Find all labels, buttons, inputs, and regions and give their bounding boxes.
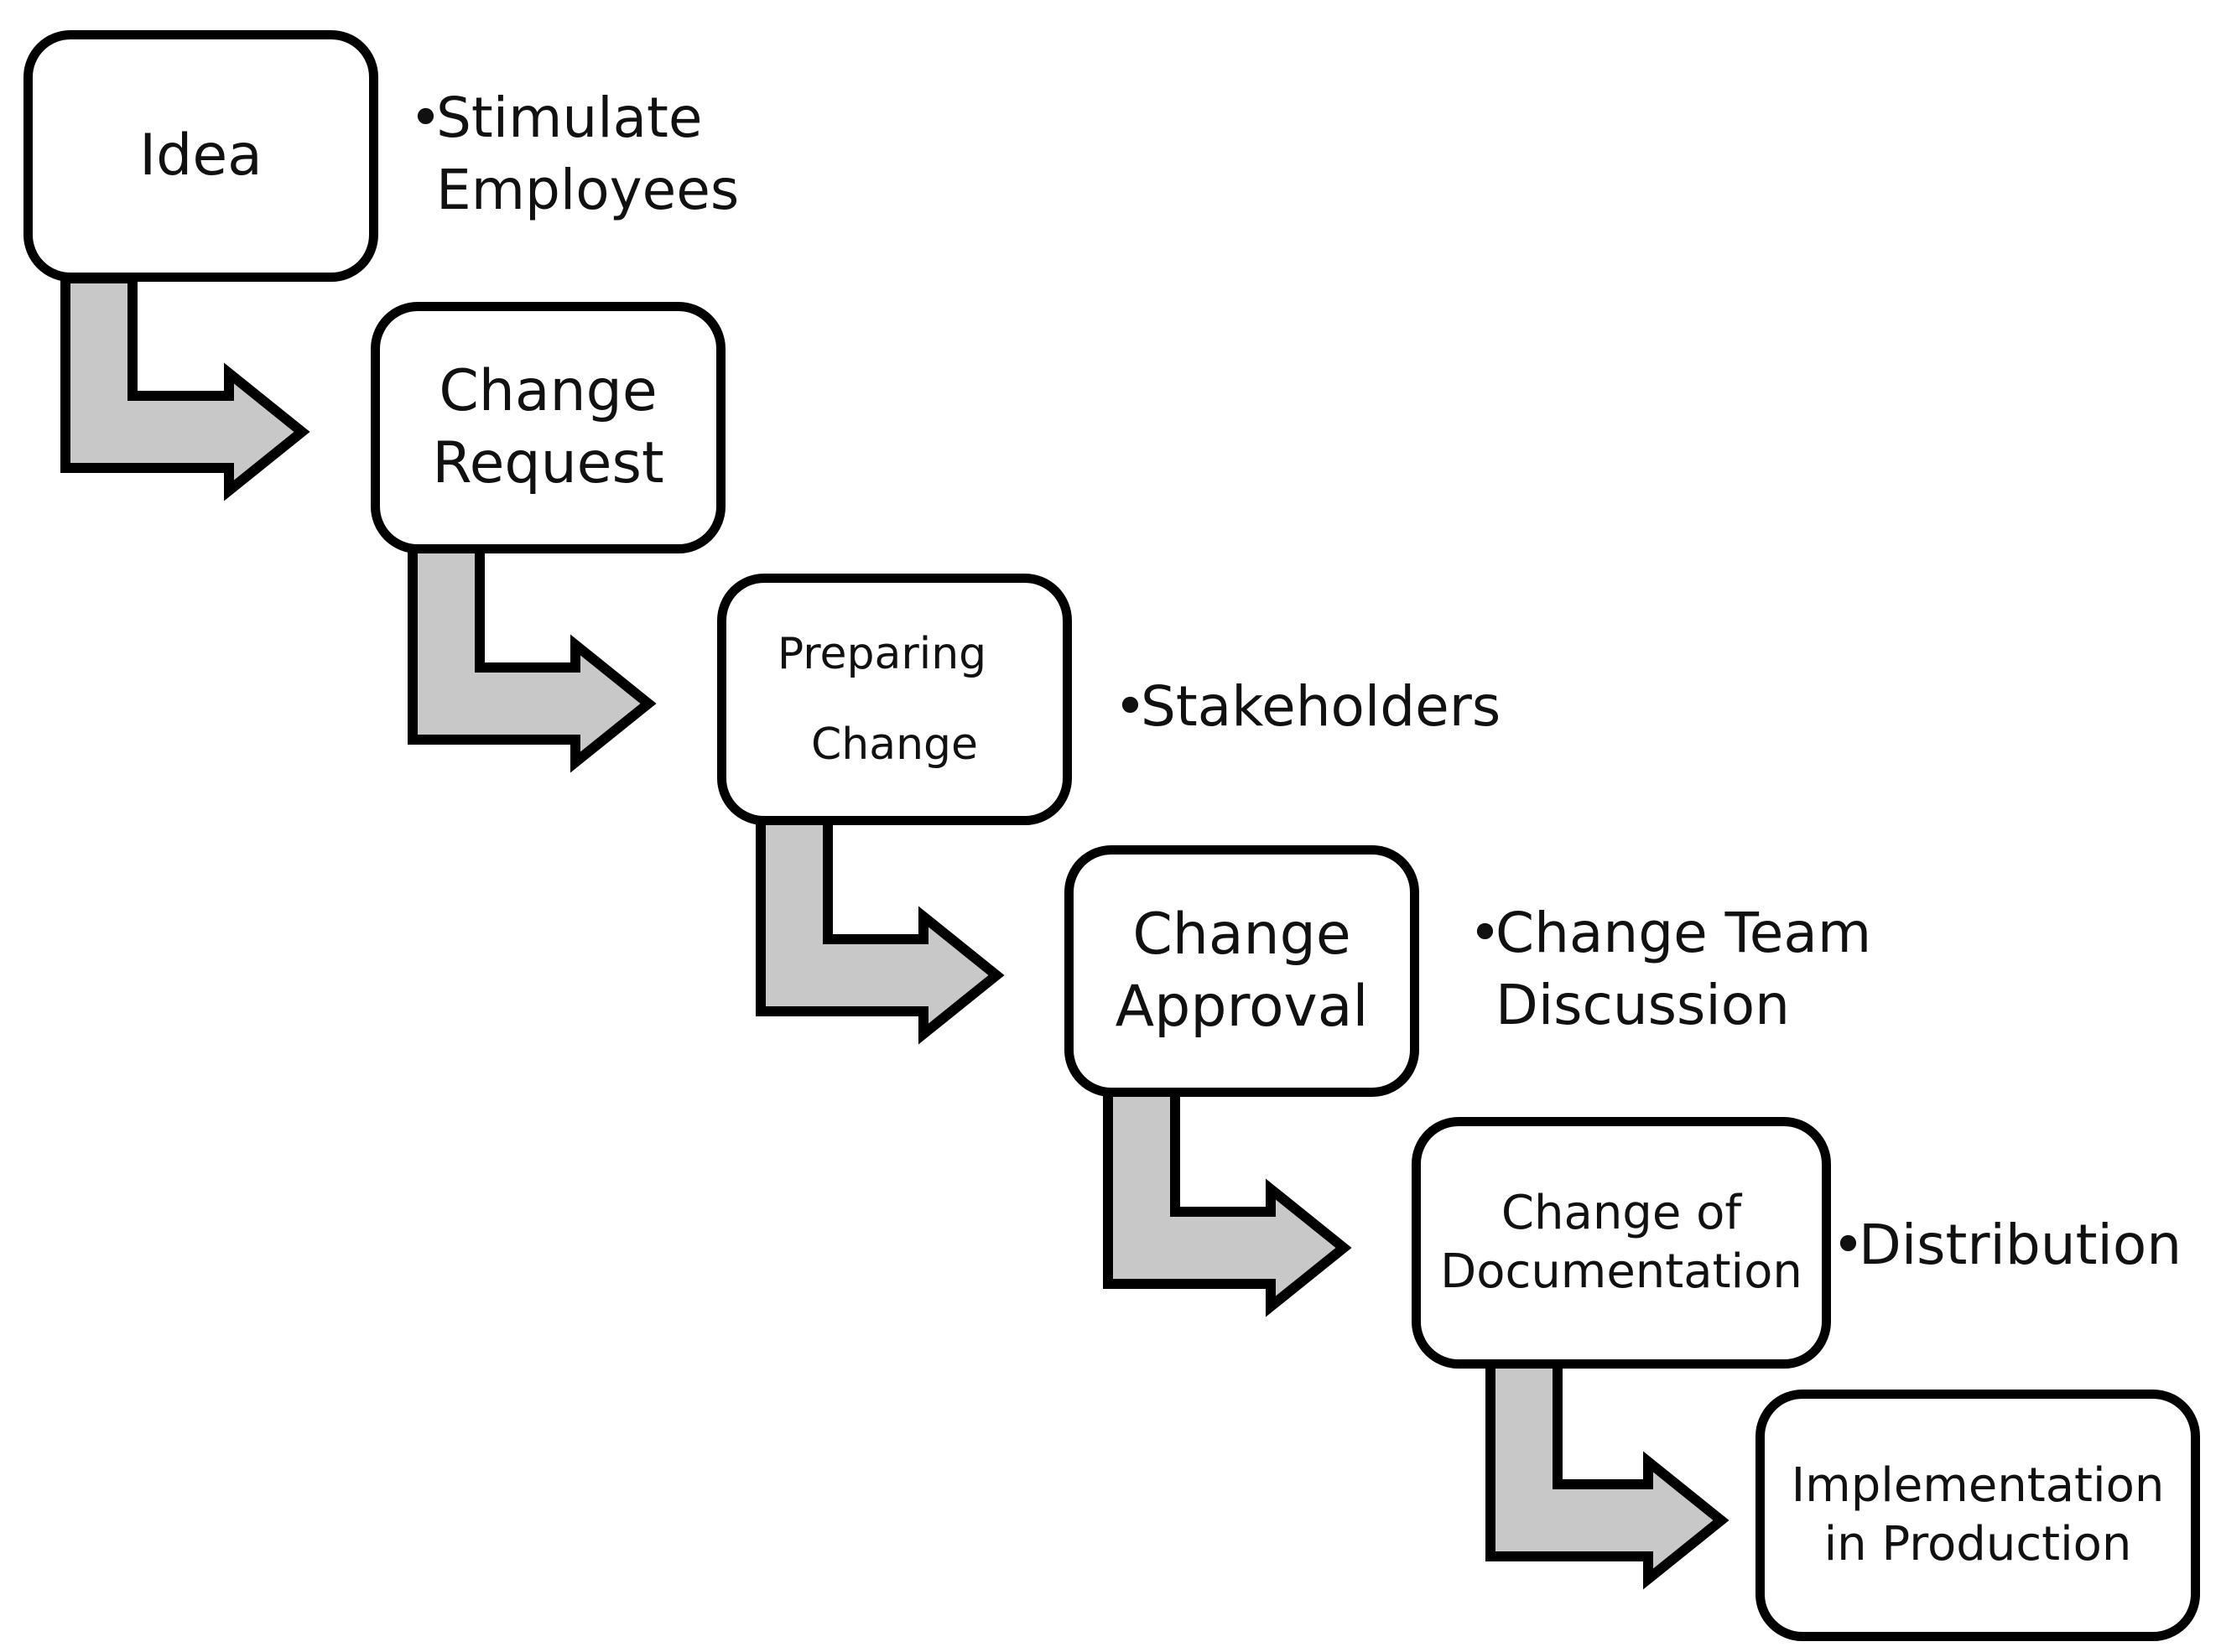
arrow-documentation-to-implementation: [1485, 1358, 1729, 1590]
step-preparing-change-label-2: Change: [810, 720, 979, 770]
note-bullet: •: [1832, 1213, 1865, 1277]
note-stakeholders: • Stakeholders: [1114, 671, 1501, 743]
note-stakeholders-line-1: Stakeholders: [1141, 674, 1501, 739]
step-change-approval-label-1: Change: [1132, 901, 1351, 968]
step-change-of-documentation-label-1: Change of: [1501, 1186, 1742, 1240]
step-implementation-in-production: Implementation in Production: [1755, 1390, 2200, 1641]
step-change-request: Change Request: [371, 302, 726, 553]
arrow-approval-to-documentation: [1103, 1087, 1352, 1317]
note-stimulate-employees-line-2: Employees: [436, 158, 740, 222]
step-idea-label: Idea: [139, 122, 263, 189]
step-preparing-change-label-1: Preparing: [777, 629, 987, 679]
step-change-request-label-2: Request: [432, 430, 664, 496]
step-change-approval: Change Approval: [1064, 845, 1419, 1097]
note-change-team-discussion-line-1: Change Team: [1495, 901, 1872, 965]
step-change-of-documentation-label-2: Documentation: [1440, 1244, 1802, 1299]
step-preparing-change: Preparing Change: [717, 574, 1072, 825]
note-bullet: •: [1469, 901, 1501, 965]
arrow-idea-to-request: [60, 273, 310, 501]
arrow-preparing-to-approval: [756, 815, 1005, 1045]
step-change-approval-label-2: Approval: [1115, 974, 1369, 1040]
step-implementation-label-1: Implementation: [1791, 1458, 2165, 1513]
note-bullet: •: [409, 86, 442, 150]
note-stimulate-employees: • Stimulate Employees: [409, 82, 740, 226]
note-stimulate-employees-line-1: Stimulate: [436, 86, 703, 150]
note-bullet: •: [1114, 674, 1147, 739]
arrow-request-to-preparing: [408, 543, 657, 773]
note-change-team-discussion-line-2: Discussion: [1495, 973, 1790, 1037]
note-distribution: • Distribution: [1832, 1209, 2182, 1281]
step-change-request-label-1: Change: [439, 358, 658, 424]
note-change-team-discussion: • Change Team Discussion: [1469, 897, 1872, 1042]
step-change-of-documentation: Change of Documentation: [1412, 1117, 1831, 1369]
step-implementation-label-2: in Production: [1823, 1517, 2132, 1571]
step-idea: Idea: [23, 30, 378, 282]
note-distribution-line-1: Distribution: [1859, 1213, 2182, 1277]
